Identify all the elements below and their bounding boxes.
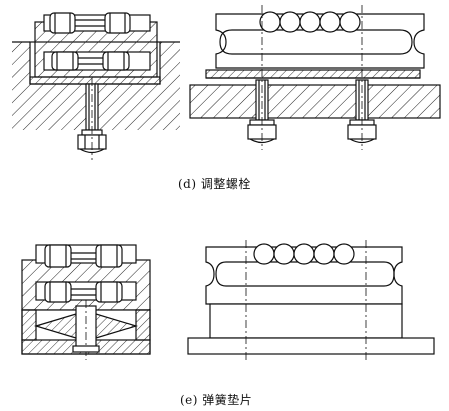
e-left-top-rollers: [44, 244, 123, 268]
e-left-section: [21, 244, 151, 360]
d-right-view: [189, 5, 441, 150]
e-right-rollers: [253, 243, 355, 265]
d-right-bolt-2: [347, 79, 377, 144]
d-left-section: [12, 12, 180, 160]
e-right-view: [187, 240, 435, 360]
d-right-rollers: [259, 11, 361, 33]
e-right-base-rail: [187, 337, 435, 355]
d-right-base: [189, 84, 441, 119]
d-right-wedge: [205, 69, 421, 79]
d-left-wedge: [29, 76, 161, 85]
caption-e: (e) 弹簧垫片: [180, 393, 253, 407]
e-left-bottom-rollers: [44, 281, 123, 303]
e-right-spring-block: [209, 303, 403, 339]
d-left-bottom-rollers: [51, 51, 130, 71]
d-left-top-rollers: [49, 12, 131, 34]
caption-d: (d) 调整螺栓: [178, 177, 251, 191]
